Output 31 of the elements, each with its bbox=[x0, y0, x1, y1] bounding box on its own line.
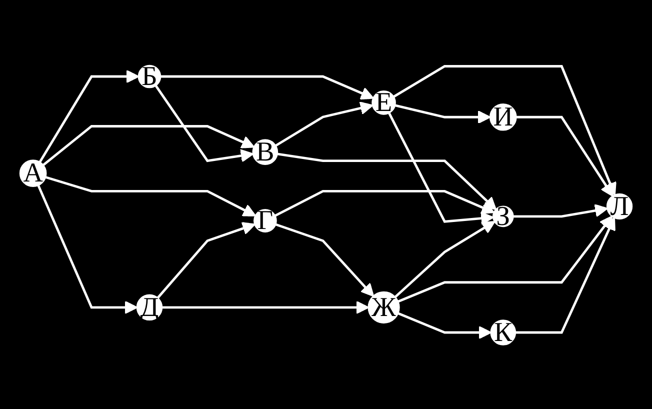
arrow bbox=[397, 312, 492, 340]
arrow bbox=[516, 116, 614, 197]
arrow bbox=[154, 84, 254, 162]
arrow bbox=[38, 70, 140, 163]
node-circle: Ж bbox=[368, 291, 400, 324]
arrow bbox=[388, 112, 494, 226]
arrow bbox=[42, 125, 255, 166]
arrow bbox=[274, 190, 495, 217]
node-circle: К bbox=[490, 320, 516, 346]
arrow bbox=[156, 222, 256, 299]
arrow bbox=[515, 217, 616, 334]
arrow bbox=[513, 204, 608, 218]
arrow bbox=[277, 152, 497, 210]
node-circle: В bbox=[252, 139, 278, 165]
node-circle: Л bbox=[606, 193, 633, 220]
arrow bbox=[274, 102, 374, 147]
node-circle: А bbox=[19, 160, 47, 187]
node-circle: И bbox=[489, 103, 517, 131]
arrow bbox=[394, 220, 496, 298]
node-circle: Г bbox=[253, 209, 277, 232]
node-circle: Б bbox=[138, 64, 162, 88]
node-circle: Е bbox=[372, 90, 396, 115]
arrow bbox=[162, 300, 370, 314]
node-circle: З bbox=[492, 206, 514, 228]
arrow bbox=[397, 216, 613, 303]
arrow bbox=[160, 75, 374, 100]
arrow bbox=[275, 223, 374, 297]
arrow bbox=[45, 176, 256, 216]
arrow bbox=[392, 65, 616, 196]
arrow bbox=[37, 184, 138, 314]
arrow bbox=[394, 104, 491, 124]
